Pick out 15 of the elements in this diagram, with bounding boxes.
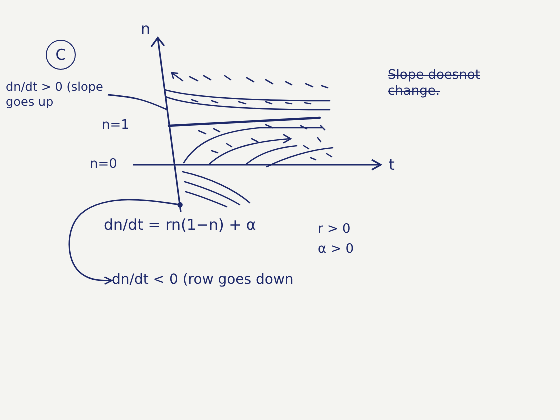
curved-arrow [68, 199, 180, 286]
axis-label: t [389, 156, 395, 174]
letter-label: C [56, 46, 66, 64]
axis-label: n [141, 20, 151, 38]
equation-text: dn/dt = rn(1−n) + α [104, 216, 256, 234]
note-text: Slope doesnot change. [388, 68, 482, 100]
value-label: n=1 [102, 118, 130, 134]
condition-text: α > 0 [318, 242, 354, 258]
leader-line [108, 94, 168, 111]
vertical-axis [150, 37, 183, 214]
condition-text: r > 0 [318, 222, 351, 238]
label-circle [46, 40, 76, 70]
annotation-text: dn/dt > 0 (slope goes up [6, 80, 108, 110]
annotation-text: dn/dt < 0 (row goes down [112, 272, 372, 290]
value-label: n=0 [90, 157, 118, 173]
